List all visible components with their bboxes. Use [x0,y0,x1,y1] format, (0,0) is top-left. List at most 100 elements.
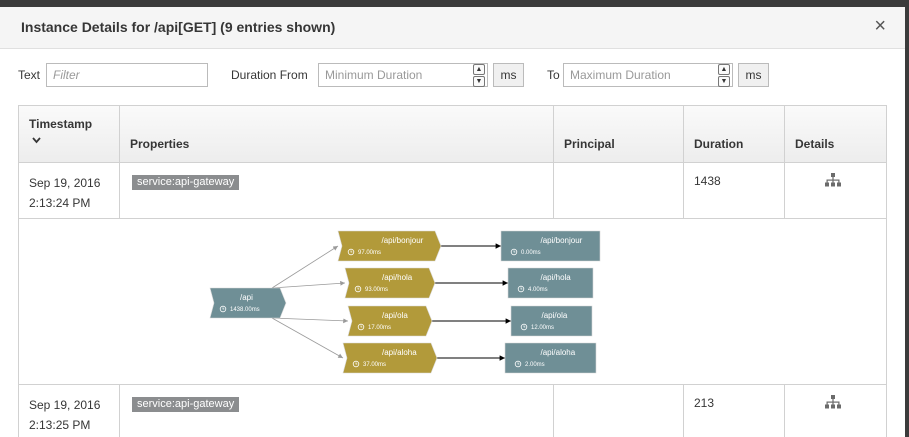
row-date: Sep 19, 2016 [29,398,101,412]
clock-icon [357,323,365,331]
ms-addon-to: ms [738,63,769,87]
text-filter-input[interactable] [46,63,208,87]
child-node [500,230,601,262]
call-node-time: 93.00ms [365,287,388,293]
chevron-up-icon[interactable]: ▲ [718,64,730,75]
child-node-label: /api/hola [541,273,572,282]
chevron-up-icon[interactable]: ▲ [473,64,485,75]
clock-icon [520,287,523,290]
call-node-label: /api/hola [382,273,413,282]
clock-icon [219,305,227,313]
service-tag: service:api-gateway [132,175,240,190]
child-node-time: 2.00ms [525,362,545,368]
table-row[interactable]: Sep 19, 2016 2:13:24 PM service:api-gate… [19,163,886,219]
child-node [510,305,593,337]
timestamp-cell: Sep 19, 2016 2:13:24 PM [19,163,120,218]
call-node-label: /api/ola [382,311,408,320]
duration-from-label: Duration From [231,68,308,82]
chevron-down-icon[interactable] [32,136,41,147]
root-node-time: 1438.00ms [230,307,260,313]
table-header: Timestamp Properties Principal Duration … [19,106,886,163]
clock-icon [347,248,355,256]
min-duration-input[interactable] [318,63,488,87]
min-duration-stepper[interactable]: ▲ ▼ [473,64,485,87]
clock-icon [517,362,520,365]
trace-graph: /api1438.00ms/api/bonjour97.00ms/api/bon… [209,230,601,374]
call-node [344,267,436,299]
child-node-time: 12.00ms [531,325,554,331]
connector [271,317,349,324]
row-duration: 1438 [694,174,721,188]
column-properties[interactable]: Properties [120,106,554,162]
child-node-time: 4.00ms [528,287,548,293]
row-time: 2:13:24 PM [29,196,91,210]
clock-icon [350,250,353,253]
child-node [504,342,597,374]
principal-cell [554,385,684,437]
to-label: To [547,68,560,82]
clock-icon [222,307,225,310]
table-row[interactable]: Sep 19, 2016 2:13:25 PM service:api-gate… [19,385,886,437]
sitemap-icon[interactable] [825,395,841,412]
child-node [507,267,594,299]
call-node [342,342,438,374]
timestamp-cell: Sep 19, 2016 2:13:25 PM [19,385,120,437]
call-node [347,305,433,337]
chevron-down-icon[interactable]: ▼ [718,76,730,87]
connector [271,317,344,359]
child-node-label: /api/bonjour [541,236,583,245]
call-node-label: /api/aloha [382,348,417,357]
properties-cell: service:api-gateway [120,385,554,437]
sitemap-icon[interactable] [825,173,841,190]
child-node-time: 0.00ms [521,250,541,256]
details-cell [785,385,886,437]
column-principal[interactable]: Principal [554,106,684,162]
duration-cell: 1438 [684,163,785,218]
clock-icon [513,250,516,253]
close-icon[interactable]: × [874,15,886,37]
root-node-label: /api [240,293,253,302]
clock-icon [355,362,358,365]
column-duration[interactable]: Duration [684,106,785,162]
instance-details-modal: Instance Details for /api[GET] (9 entrie… [0,7,905,437]
child-node-label: /api/aloha [541,348,576,357]
column-duration-label: Duration [694,137,744,151]
text-filter-label: Text [18,68,41,82]
clock-icon [523,325,526,328]
properties-cell: service:api-gateway [120,163,554,218]
call-node [337,230,442,262]
clock-icon [517,285,525,293]
column-properties-label: Properties [130,137,190,151]
chevron-down-icon[interactable]: ▼ [473,76,485,87]
modal-title: Instance Details for /api[GET] (9 entrie… [21,19,336,35]
column-principal-label: Principal [564,137,615,151]
clock-icon [354,285,362,293]
clock-icon [357,287,360,290]
call-node-time: 17.00ms [368,325,391,331]
details-cell [785,163,886,218]
clock-icon [510,248,518,256]
call-node-time: 97.00ms [358,250,381,256]
max-duration-stepper[interactable]: ▲ ▼ [718,64,730,87]
row-date: Sep 19, 2016 [29,176,101,190]
connector [271,280,346,289]
modal-header: Instance Details for /api[GET] (9 entrie… [0,7,905,49]
column-timestamp-label: Timestamp [29,117,93,131]
connector [271,245,339,289]
call-node-label: /api/bonjour [382,236,424,245]
row-time: 2:13:25 PM [29,418,91,432]
service-tag: service:api-gateway [132,397,240,412]
filter-bar: Text Duration From ▲ ▼ ms To ▲ ▼ ms [0,63,905,91]
clock-icon [360,325,363,328]
clock-icon [514,360,522,368]
clock-icon [520,323,528,331]
duration-cell: 213 [684,385,785,437]
column-timestamp[interactable]: Timestamp [19,106,120,162]
call-node-time: 37.00ms [363,362,386,368]
column-details[interactable]: Details [785,106,886,162]
max-duration-input[interactable] [563,63,733,87]
instances-table: Timestamp Properties Principal Duration … [18,105,887,437]
clock-icon [352,360,360,368]
row-duration: 213 [694,396,715,410]
